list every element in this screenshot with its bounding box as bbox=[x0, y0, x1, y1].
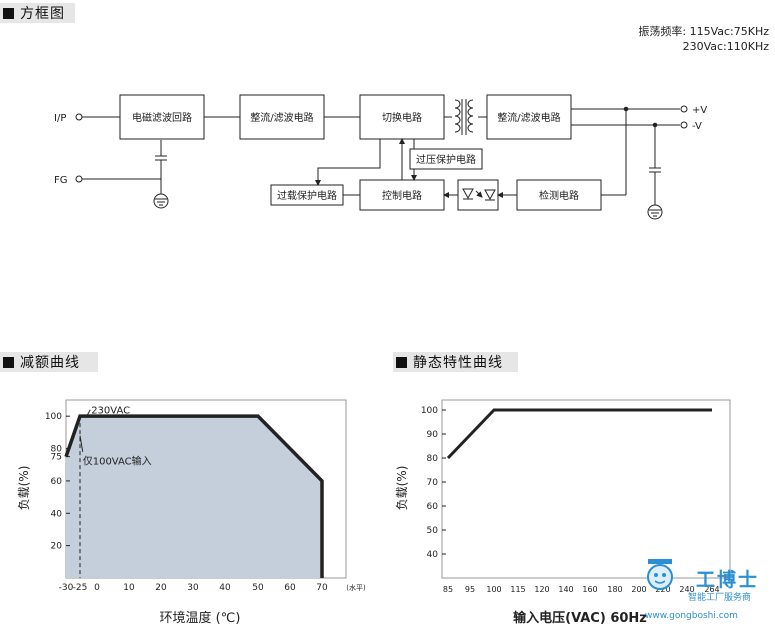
y-tick-label: 80 bbox=[427, 454, 439, 464]
osc-line1: 115Vac:75KHz bbox=[689, 25, 769, 38]
y-tick-label: 100 bbox=[421, 406, 438, 416]
rect1-label: 整流/滤波电路 bbox=[250, 111, 313, 124]
y-axis-label: 负载(%) bbox=[17, 466, 31, 511]
x-tick-label: 180 bbox=[607, 585, 622, 594]
y-tick-label: 50 bbox=[427, 526, 439, 536]
osc-line2: 230Vac:110KHz bbox=[682, 40, 769, 53]
y-tick-label: 60 bbox=[51, 477, 63, 487]
vplus-label: +V bbox=[692, 105, 707, 116]
x-tick-label: 20 bbox=[155, 583, 167, 593]
ovp-box bbox=[409, 148, 483, 170]
plot-area bbox=[441, 399, 731, 579]
watermark-brand: 工博士 bbox=[696, 569, 760, 591]
x-tick-label: 70 bbox=[316, 583, 328, 593]
square-bullet-icon bbox=[3, 7, 14, 19]
x-tick-label: 120 bbox=[534, 585, 549, 594]
x-tick-label: 60 bbox=[284, 583, 296, 593]
annotation-pointer bbox=[86, 409, 91, 417]
section-title: 方框图 bbox=[20, 6, 65, 22]
watermark-slogan: 智能工厂服务商 bbox=[688, 593, 752, 603]
y-tick-label: 40 bbox=[51, 509, 63, 519]
y-tick-label: 75 bbox=[51, 453, 62, 463]
y-tick-label: 100 bbox=[45, 412, 62, 422]
x-tick-label: 140 bbox=[558, 585, 573, 594]
ip-label: I/P bbox=[54, 113, 66, 124]
section-header-block-diagram: 方框图 bbox=[0, 3, 75, 23]
derating-area bbox=[66, 416, 322, 578]
vminus-label: -V bbox=[692, 121, 702, 132]
square-bullet-icon bbox=[3, 356, 14, 368]
section-title: 静态特性曲线 bbox=[413, 355, 503, 371]
x-tick-label: 240 bbox=[679, 585, 694, 594]
x-tick-label: 85 bbox=[443, 585, 453, 594]
y-tick-label: 60 bbox=[427, 502, 439, 512]
x-tick-label: 100 bbox=[486, 585, 501, 594]
section-header-derating: 减额曲线 bbox=[0, 352, 98, 372]
y-tick-label: 90 bbox=[427, 430, 439, 440]
x-tick-label: 0 bbox=[94, 583, 100, 593]
osc-label: 振荡频率: bbox=[638, 25, 687, 38]
x-tick-label: 115 bbox=[510, 585, 525, 594]
watermark: 工博士 智能工厂服务商 bbox=[640, 555, 770, 605]
x-tick-label: -30 bbox=[59, 583, 74, 593]
series-line bbox=[446, 408, 712, 460]
watermark-url: www.gongboshi.com bbox=[645, 611, 738, 621]
ovp-label: 过压保护电路 bbox=[416, 153, 476, 166]
x-tick-label: 160 bbox=[582, 585, 597, 594]
x-tick-label: 50 bbox=[252, 583, 264, 593]
static-chart: 40 50 60 70 80 90 100 85 95 100 115 120 140 160 180 200… bbox=[395, 399, 731, 626]
x-tick-label: 264 bbox=[704, 585, 719, 594]
olp-label: 过载保护电路 bbox=[277, 189, 337, 202]
annotation-100vac: 仅100VAC输入 bbox=[83, 455, 152, 468]
x-tick-label: 40 bbox=[219, 583, 231, 593]
annotation-pointer bbox=[79, 435, 84, 452]
robot-mascot-icon bbox=[647, 559, 673, 590]
detect-label: 检测电路 bbox=[539, 189, 579, 202]
y-tick-label: 40 bbox=[427, 550, 439, 560]
x-unit-label: (水平) bbox=[346, 583, 366, 592]
y-tick-label: 70 bbox=[427, 478, 439, 488]
x-tick-label: 10 bbox=[123, 583, 135, 593]
annotation-230vac: 230VAC bbox=[91, 406, 130, 417]
control-label: 控制电路 bbox=[382, 189, 422, 202]
section-header-static: 静态特性曲线 bbox=[393, 352, 518, 372]
x-tick-label: 200 bbox=[631, 585, 646, 594]
block-diagram: I/P FG 电磁滤波回路 整流/滤波电路 切换电路 整流/滤波电路 过压保护电… bbox=[54, 94, 707, 220]
series-line-230vac bbox=[64, 414, 324, 578]
switch-label: 切换电路 bbox=[382, 111, 422, 124]
x-tick-label: 30 bbox=[187, 583, 199, 593]
y-tick-label: 80 bbox=[51, 445, 63, 455]
square-bullet-icon bbox=[396, 356, 407, 368]
x-axis-label: 环境温度 (℃) bbox=[160, 610, 241, 626]
section-title: 减额曲线 bbox=[20, 355, 80, 371]
fg-label: FG bbox=[54, 175, 68, 186]
y-tick-label: 20 bbox=[51, 542, 63, 552]
rect2-label: 整流/滤波电路 bbox=[497, 111, 560, 124]
emi-label: 电磁滤波回路 bbox=[132, 111, 192, 124]
x-tick-label: -25 bbox=[73, 583, 88, 593]
oscillation-frequency: 振荡频率: 115Vac:75KHz 230Vac:110KHz bbox=[638, 24, 769, 54]
x-tick-label: 95 bbox=[465, 585, 475, 594]
y-axis-label: 负载(%) bbox=[395, 466, 409, 511]
x-axis-label: 输入电压(VAC) 60Hz bbox=[513, 610, 647, 626]
